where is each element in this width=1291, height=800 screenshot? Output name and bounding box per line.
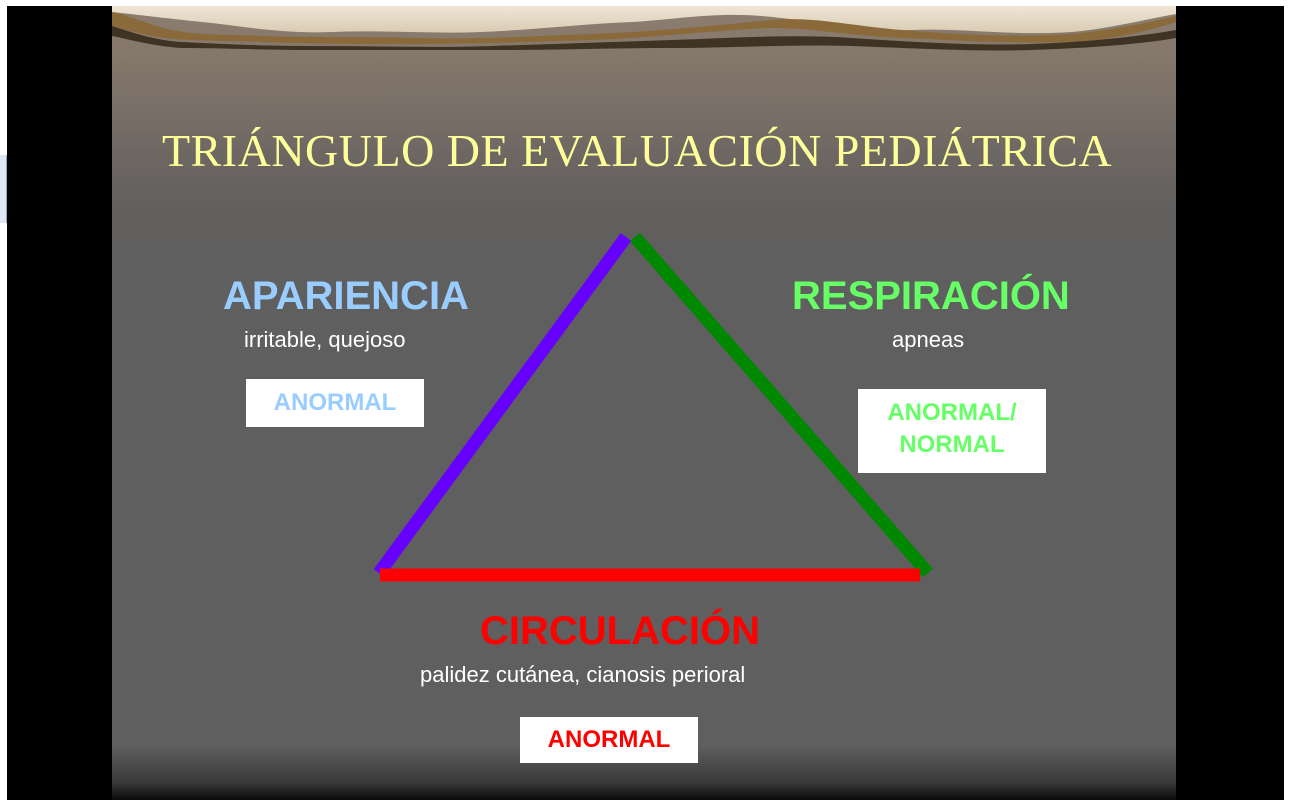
window-top-edge [0,0,1291,6]
presentation-slide: TRIÁNGULO DE EVALUACIÓN PEDIÁTRICA APARI… [112,6,1176,800]
apariencia-description: irritable, quejoso [244,327,406,352]
evaluation-triangle [373,232,933,582]
apariencia-heading: APARIENCIA [223,274,469,318]
respiracion-side-line [630,232,933,578]
apariencia-status-box: ANORMAL [246,379,424,427]
respiracion-status-line2: NORMAL [899,431,1005,458]
circulacion-heading: CIRCULACIÓN [480,609,760,653]
window-left-edge [0,0,7,800]
circulacion-status-box: ANORMAL [520,717,698,763]
respiracion-description: apneas [892,327,965,352]
respiracion-heading: RESPIRACIÓN [792,274,1070,318]
landscape-header-image [112,6,1176,51]
side-panel-tab[interactable] [0,155,7,223]
respiracion-status-box: ANORMAL/ NORMAL [858,389,1046,473]
apariencia-side-line [373,233,632,577]
window-right-edge [1284,0,1291,800]
circulacion-description: palidez cutánea, cianosis perioral [420,662,746,687]
respiracion-status-line1: ANORMAL/ [887,399,1017,426]
slide-title: TRIÁNGULO DE EVALUACIÓN PEDIÁTRICA [162,125,1113,176]
